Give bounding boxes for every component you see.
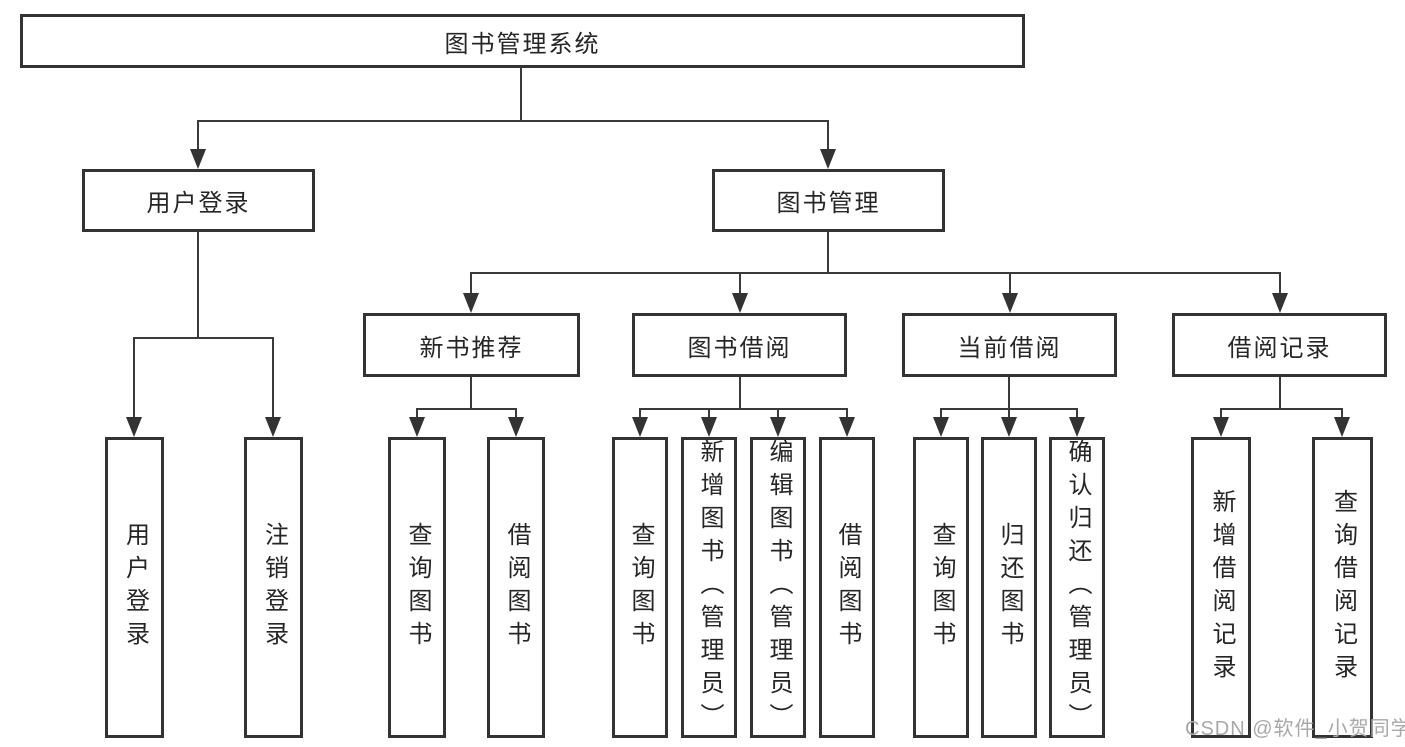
leaf-return-books: 归还图书 [981, 437, 1037, 738]
connector-bus [416, 408, 517, 410]
arrowhead-down-icon [1069, 417, 1085, 437]
connector-drop [1279, 272, 1281, 296]
connector-drop [827, 120, 829, 152]
leaf-logout: 注销登录 [244, 437, 303, 738]
arrowhead-down-icon [1002, 293, 1018, 313]
connector-drop [777, 408, 779, 420]
leaf-label: 新增图书（管理员） [696, 439, 723, 736]
arrowhead-down-icon [1272, 293, 1288, 313]
leaf-label: 借阅图书 [834, 521, 861, 654]
leaf-add-books-admin: 新增图书（管理员） [681, 437, 737, 738]
connector-stub [470, 377, 472, 409]
csdn-watermark: CSDN @软件_小贺同学 [1185, 718, 1405, 740]
connector-stub [1279, 377, 1281, 409]
node-label: 借阅记录 [1227, 334, 1332, 362]
arrowhead-down-icon [770, 417, 786, 437]
arrowhead-down-icon [126, 417, 142, 437]
connector-drop [739, 272, 741, 296]
leaf-label: 查询图书 [627, 521, 654, 654]
arrowhead-down-icon [463, 293, 479, 313]
node-label: 当前借阅 [957, 334, 1062, 362]
arrowhead-down-icon [933, 417, 949, 437]
connector-drop [470, 272, 472, 296]
arrowhead-down-icon [190, 149, 206, 169]
connector-bus [470, 272, 1281, 274]
node-label: 图书借阅 [687, 334, 792, 362]
connector-drop [1009, 272, 1011, 296]
node-label: 新书推荐 [419, 334, 524, 362]
leaf-label: 查询借阅记录 [1329, 488, 1357, 687]
arrowhead-down-icon [1334, 417, 1350, 437]
leaf-label: 查询图书 [928, 521, 955, 654]
leaf-borrow-books-recommend: 借阅图书 [487, 437, 545, 738]
root-node-label: 图书管理系统 [444, 30, 601, 58]
connector-stub [1008, 377, 1010, 409]
leaf-query-books: 查询图书 [612, 437, 668, 738]
arrowhead-down-icon [632, 417, 648, 437]
node-borrow-record: 借阅记录 [1172, 313, 1387, 377]
connector-drop [197, 120, 199, 152]
leaf-query-borrow-record: 查询借阅记录 [1312, 437, 1373, 738]
node-book-borrow: 图书借阅 [632, 313, 847, 377]
node-label: 图书管理 [776, 190, 881, 217]
connector-root-stub [520, 68, 522, 121]
leaf-query-books-recommend: 查询图书 [388, 437, 446, 738]
arrowhead-down-icon [409, 417, 425, 437]
connector-root-bus [197, 120, 829, 122]
leaf-label: 用户登录 [121, 521, 149, 654]
arrowhead-down-icon [508, 417, 524, 437]
connector-bus [133, 337, 274, 339]
leaf-label: 确认归还（管理员） [1064, 439, 1091, 736]
arrowhead-down-icon [265, 417, 281, 437]
connector-stub [739, 377, 741, 409]
node-book-management: 图书管理 [712, 169, 945, 232]
leaf-query-current: 查询图书 [913, 437, 969, 738]
connector-drop [1008, 408, 1010, 420]
leaf-user-login: 用户登录 [105, 437, 164, 738]
connector-drop [940, 408, 942, 420]
connector-stub [197, 232, 199, 338]
node-new-book-recommend: 新书推荐 [363, 313, 580, 377]
leaf-label: 借阅图书 [503, 521, 530, 654]
connector-drop [639, 408, 641, 420]
leaf-label: 归还图书 [996, 521, 1023, 654]
connector-bus [1220, 408, 1343, 410]
root-node-library-system: 图书管理系统 [20, 14, 1025, 68]
connector-drop [133, 337, 135, 420]
connector-drop [1341, 408, 1343, 420]
connector-drop [515, 408, 517, 420]
leaf-edit-books-admin: 编辑图书（管理员） [750, 437, 806, 738]
leaf-label: 注销登录 [260, 521, 288, 654]
arrowhead-down-icon [1213, 417, 1229, 437]
leaf-label: 新增借阅记录 [1208, 488, 1235, 687]
connector-drop [1220, 408, 1222, 420]
arrowhead-down-icon [820, 149, 836, 169]
connector-stub [827, 232, 829, 273]
arrowhead-down-icon [1001, 417, 1017, 437]
connector-drop [708, 408, 710, 420]
connector-drop [272, 337, 274, 420]
leaf-add-borrow-record: 新增借阅记录 [1191, 437, 1251, 738]
connector-drop [846, 408, 848, 420]
leaf-label: 编辑图书（管理员） [765, 439, 792, 736]
node-user-login: 用户登录 [82, 169, 315, 232]
leaf-confirm-return-admin: 确认归还（管理员） [1049, 437, 1105, 738]
node-label: 用户登录 [146, 190, 251, 217]
arrowhead-down-icon [732, 293, 748, 313]
connector-drop [1076, 408, 1078, 420]
node-current-borrow: 当前借阅 [902, 313, 1117, 377]
leaf-label: 查询图书 [404, 521, 431, 654]
connector-bus [639, 408, 848, 410]
arrowhead-down-icon [839, 417, 855, 437]
leaf-borrow-books: 借阅图书 [819, 437, 875, 738]
arrowhead-down-icon [701, 417, 717, 437]
connector-drop [416, 408, 418, 420]
